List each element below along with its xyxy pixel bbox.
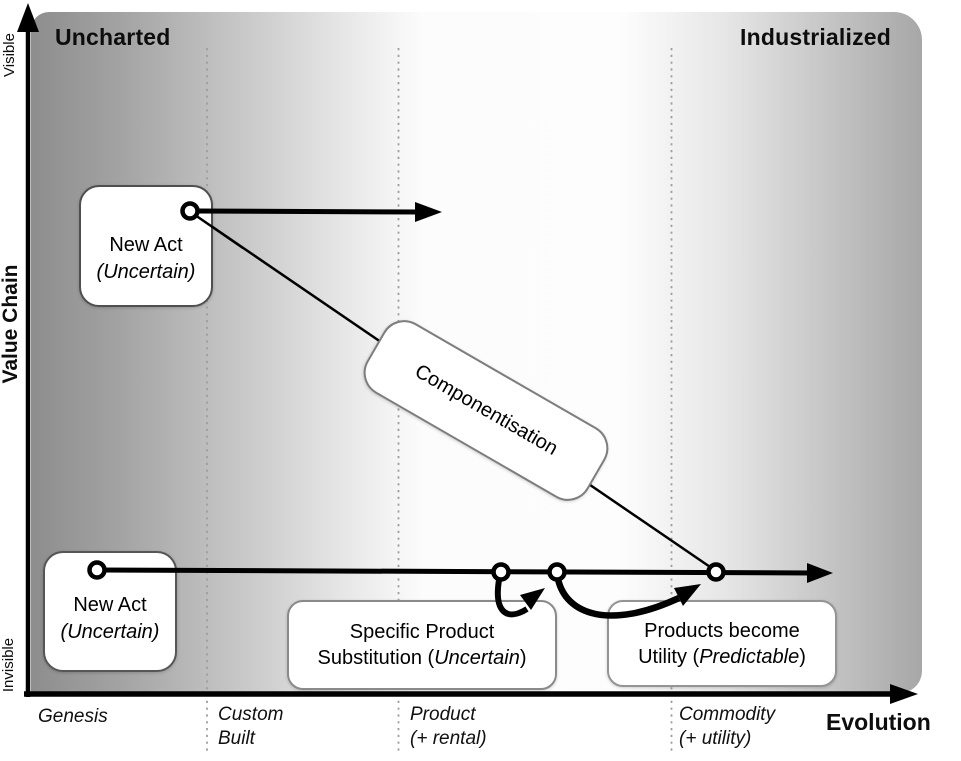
new-act-top-qualifier: (Uncertain) bbox=[96, 261, 196, 283]
specific-product-line1: Specific Product bbox=[349, 621, 495, 643]
stage-label-genesis: Genesis bbox=[38, 706, 108, 727]
new-act-top-node: New Act (Uncertain) bbox=[79, 185, 213, 307]
stage-label-product: Product(+ rental) bbox=[410, 704, 487, 749]
specific-product-line2: Substitution (Uncertain) bbox=[317, 647, 527, 669]
new-act-top-title: New Act bbox=[109, 234, 183, 256]
specific-product-substitution-node: Specific Product Substitution (Uncertain… bbox=[287, 600, 557, 690]
y-axis-visible-label: Visible bbox=[1, 33, 18, 77]
y-axis-title: Value Chain bbox=[0, 264, 22, 384]
new-act-bottom-title: New Act bbox=[73, 593, 147, 616]
new-act-bottom-qualifier: (Uncertain) bbox=[60, 620, 160, 643]
region-label-uncharted: Uncharted bbox=[55, 24, 171, 50]
products-utility-line1: Products become bbox=[644, 619, 800, 642]
x-axis-title: Evolution bbox=[826, 709, 931, 735]
region-label-industrialized: Industrialized bbox=[740, 24, 892, 50]
new-act-bottom-node: New Act (Uncertain) bbox=[43, 551, 177, 672]
products-become-utility-node: Products become Utility (Predictable) bbox=[607, 600, 837, 687]
y-axis-invisible-label: Invisible bbox=[0, 637, 17, 693]
products-utility-line2: Utility (Predictable) bbox=[638, 645, 806, 668]
stage-label-commodity: Commodity(+ utility) bbox=[679, 704, 776, 749]
